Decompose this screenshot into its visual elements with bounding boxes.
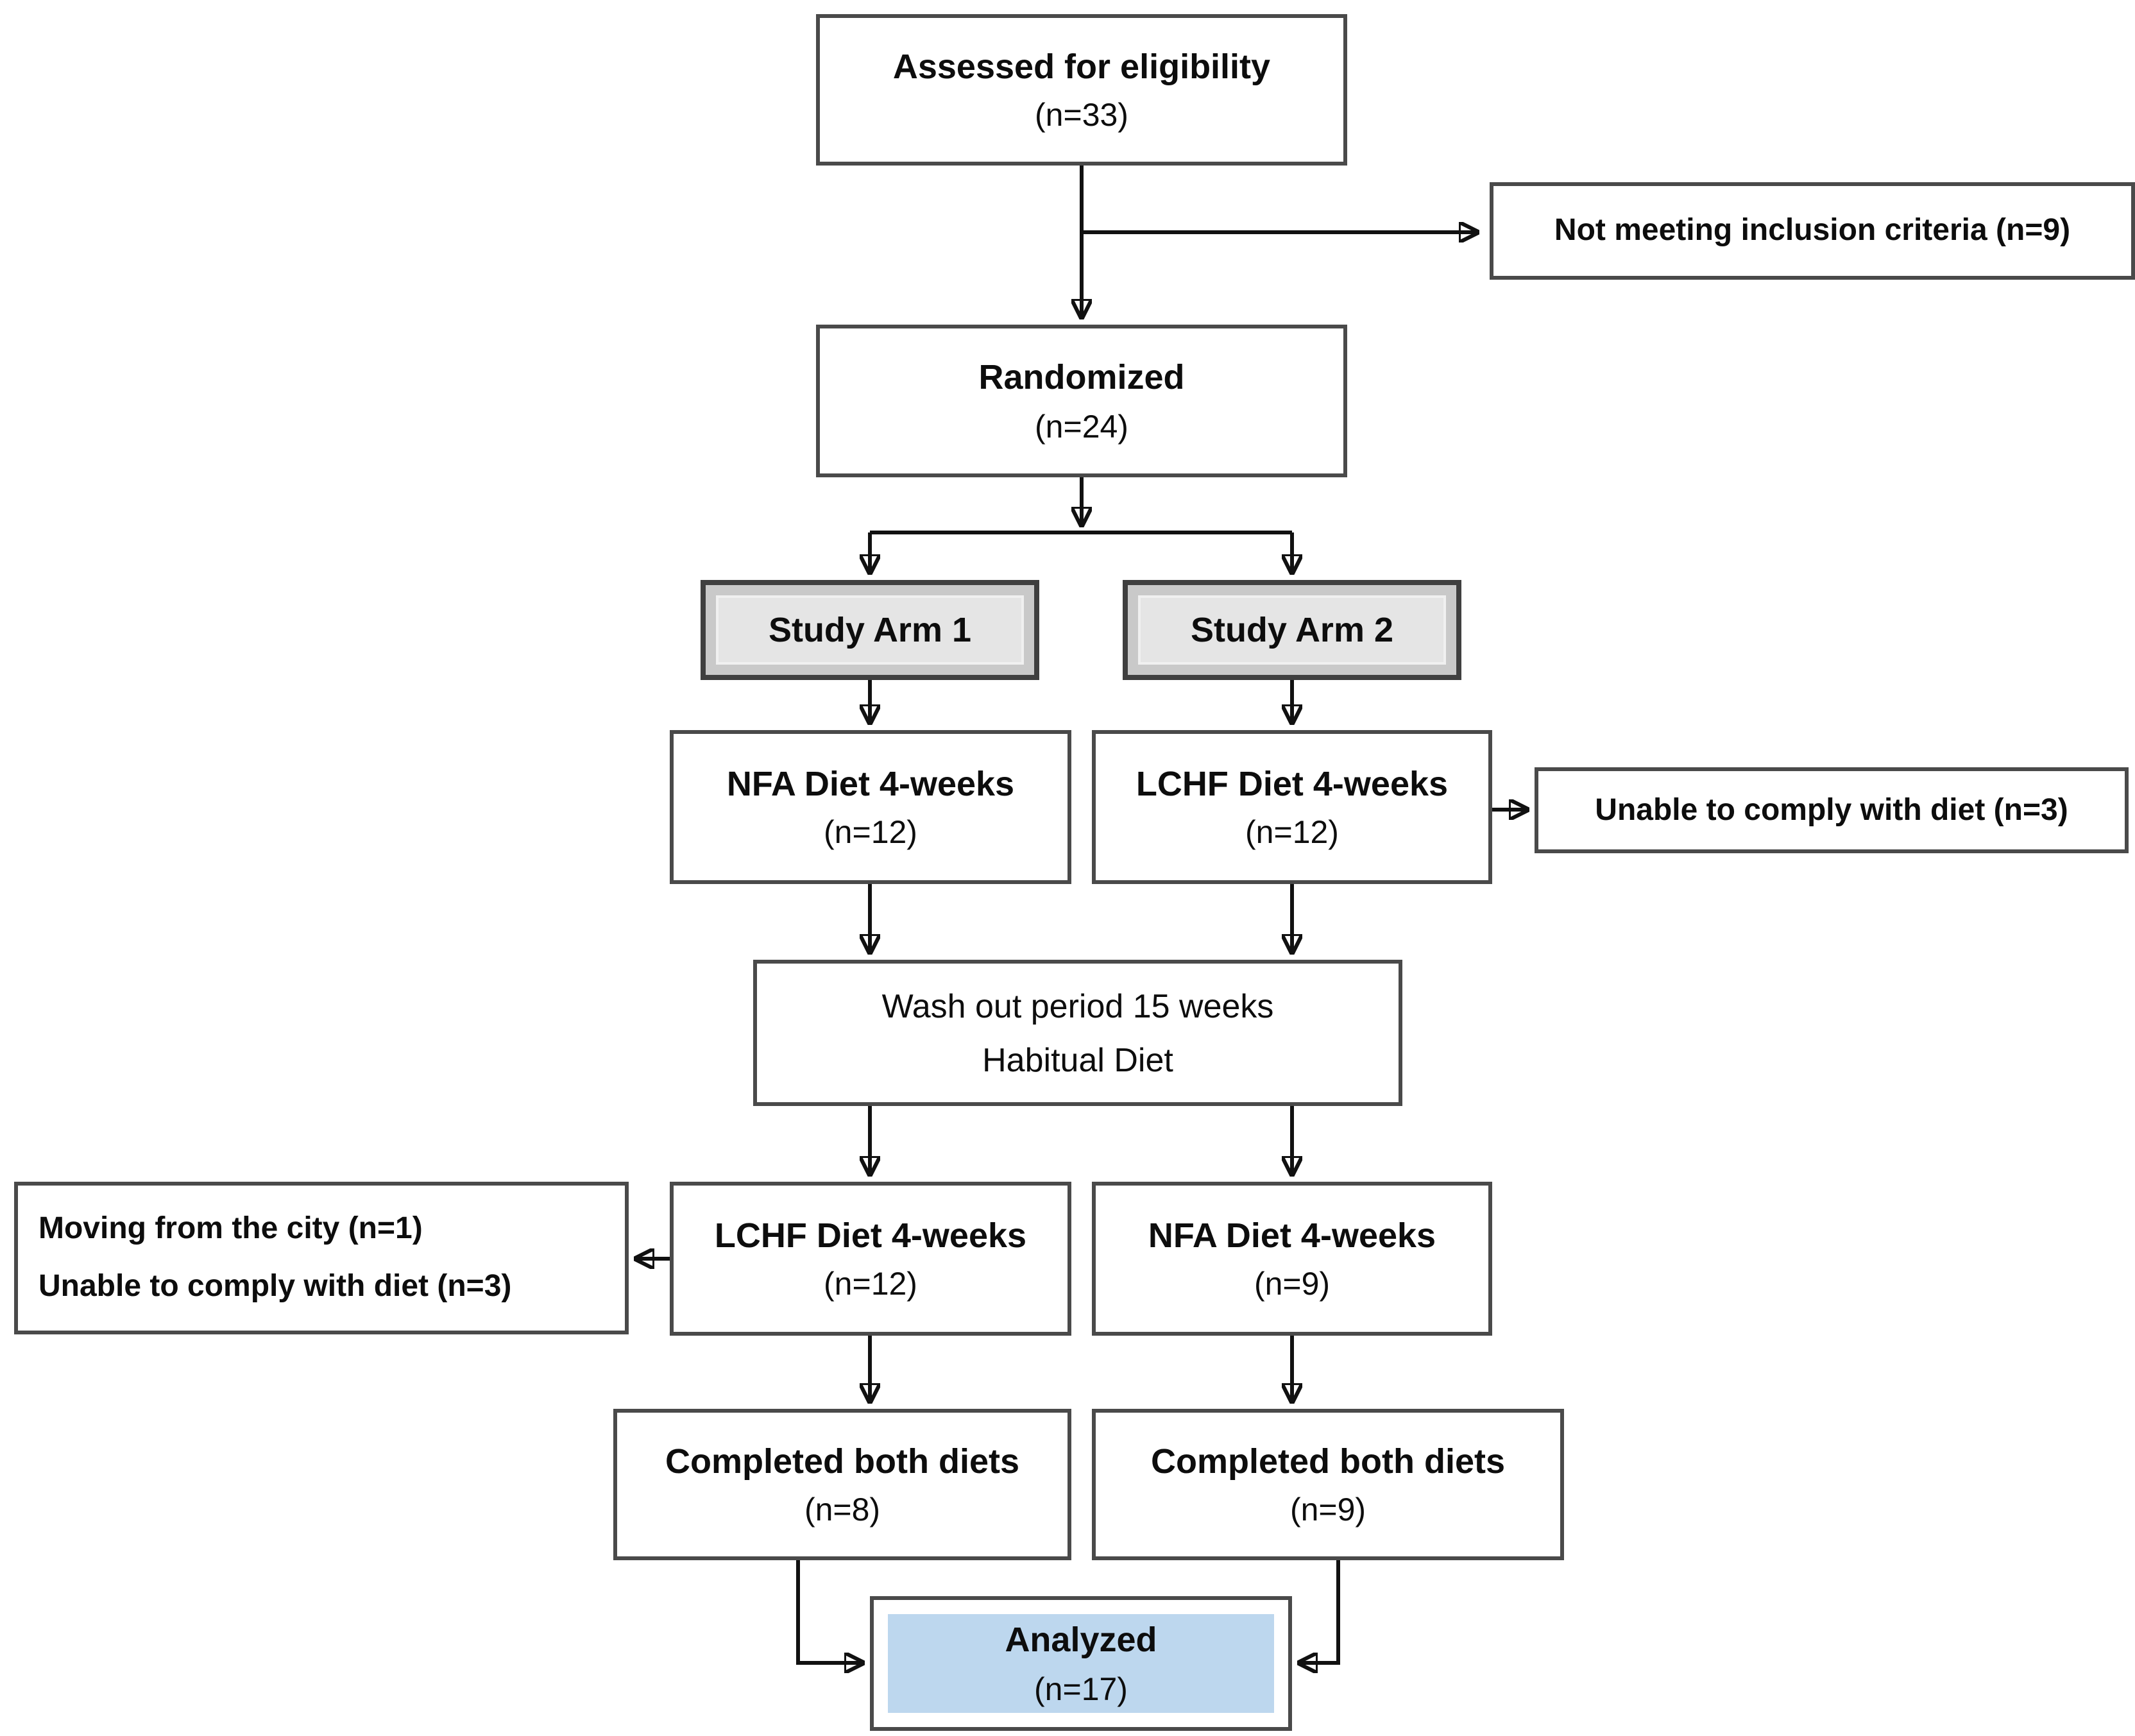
nfa-first-title: NFA Diet 4-weeks <box>726 764 1015 803</box>
assessed-for-eligibility-box: Assessed for eligibility (n=33) <box>816 14 1347 166</box>
nfa-second-count: (n=9) <box>1254 1266 1331 1303</box>
nfa-second-title: NFA Diet 4-weeks <box>1148 1216 1436 1255</box>
completed-both-diets-right-box: Completed both diets (n=9) <box>1092 1409 1564 1560</box>
analyzed-box: Analyzed (n=17) <box>870 1596 1292 1731</box>
randomized-count: (n=24) <box>1035 409 1128 445</box>
assessed-count: (n=33) <box>1035 98 1128 134</box>
study-arm-1-label: Study Arm 1 <box>716 595 1024 665</box>
randomized-box: Randomized (n=24) <box>816 325 1347 477</box>
washout-period-box: Wash out period 15 weeks Habitual Diet <box>753 960 1402 1106</box>
completed-right-title: Completed both diets <box>1151 1442 1505 1481</box>
study-arm-2-label: Study Arm 2 <box>1138 595 1446 665</box>
unable-to-comply-label: Unable to comply with diet (n=3) <box>1595 792 2068 828</box>
nfa-diet-first-box: NFA Diet 4-weeks (n=12) <box>670 730 1071 884</box>
analyzed-title: Analyzed <box>1005 1621 1157 1660</box>
washout-line2: Habitual Diet <box>982 1041 1173 1079</box>
nfa-first-count: (n=12) <box>824 815 917 851</box>
arrow-completed-left-to-analyzed <box>796 1560 862 1663</box>
dropout-reasons-box: Moving from the city (n=1) Unable to com… <box>14 1182 629 1334</box>
completed-right-count: (n=9) <box>1289 1492 1366 1529</box>
dropout-line2: Unable to comply with diet (n=3) <box>38 1268 512 1303</box>
lchf-first-title: LCHF Diet 4-weeks <box>1136 764 1449 803</box>
lchf-diet-second-box: LCHF Diet 4-weeks (n=12) <box>670 1182 1071 1336</box>
lchf-second-count: (n=12) <box>824 1266 917 1303</box>
study-arm-2-box: Study Arm 2 <box>1123 580 1461 680</box>
washout-line1: Wash out period 15 weeks <box>881 986 1274 1025</box>
analyzed-count: (n=17) <box>1034 1671 1128 1708</box>
dropout-line1: Moving from the city (n=1) <box>38 1211 423 1247</box>
randomized-title: Randomized <box>978 358 1185 397</box>
lchf-first-count: (n=12) <box>1245 815 1339 851</box>
study-arm-1-box: Study Arm 1 <box>701 580 1039 680</box>
analyzed-highlight: Analyzed (n=17) <box>888 1614 1274 1713</box>
arrow-completed-right-to-analyzed <box>1300 1560 1340 1663</box>
unable-to-comply-box: Unable to comply with diet (n=3) <box>1535 767 2129 853</box>
completed-left-title: Completed both diets <box>665 1442 1019 1481</box>
lchf-diet-first-box: LCHF Diet 4-weeks (n=12) <box>1092 730 1492 884</box>
nfa-diet-second-box: NFA Diet 4-weeks (n=9) <box>1092 1182 1492 1336</box>
not-meeting-criteria-box: Not meeting inclusion criteria (n=9) <box>1490 182 2135 280</box>
assessed-title: Assessed for eligibility <box>892 47 1271 86</box>
lchf-second-title: LCHF Diet 4-weeks <box>714 1216 1027 1255</box>
not-meeting-label: Not meeting inclusion criteria (n=9) <box>1554 213 2071 248</box>
completed-both-diets-left-box: Completed both diets (n=8) <box>613 1409 1071 1560</box>
completed-left-count: (n=8) <box>804 1492 881 1529</box>
